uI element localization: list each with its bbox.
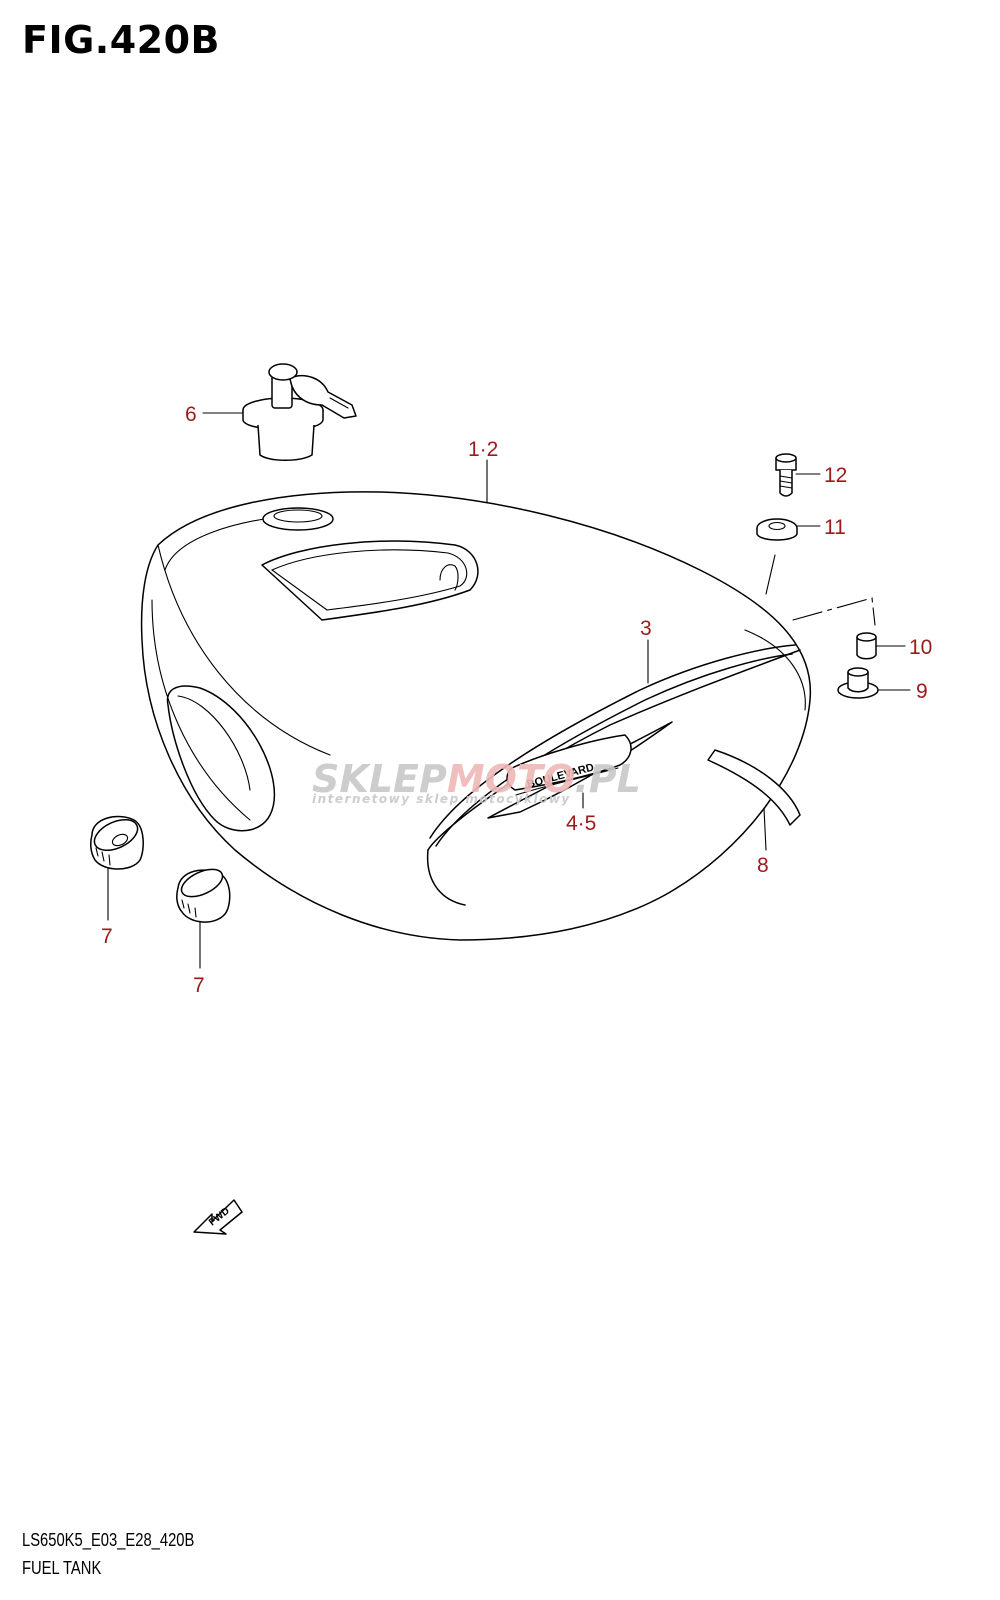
- figure-title: FIG.420B: [22, 18, 221, 62]
- callout-8: 8: [757, 854, 769, 877]
- leader-lines: [107, 412, 911, 969]
- cushion-left[interactable]: [90, 813, 144, 870]
- callout-10: 10: [909, 636, 932, 659]
- callout-6: 6: [185, 403, 197, 426]
- tank-stripe[interactable]: [429, 644, 796, 847]
- callout-4-5: 4·5: [566, 812, 596, 835]
- grommet[interactable]: [837, 667, 879, 699]
- callout-7-right: 7: [193, 974, 205, 997]
- fuel-cap[interactable]: [242, 363, 357, 461]
- cushion-right[interactable]: [176, 864, 231, 923]
- watermark-brand-c: .PL: [574, 757, 641, 801]
- callout-11: 11: [824, 516, 846, 539]
- tank-cushion-strip[interactable]: [707, 749, 801, 826]
- svg-text:SKLEPMOTO.PL: SKLEPMOTO.PL: [312, 757, 641, 801]
- callout-9: 9: [916, 680, 928, 703]
- watermark: SKLEPMOTO.PL internetowy sklep motocyklo…: [312, 757, 641, 806]
- callout-3: 3: [640, 617, 652, 640]
- watermark-brand-b: MOTO: [447, 757, 575, 801]
- callout-7-left: 7: [101, 925, 113, 948]
- watermark-brand-a: SKLEP: [312, 757, 447, 801]
- model-code: LS650K5_E03_E28_420B: [22, 1530, 195, 1550]
- spacer[interactable]: [856, 632, 877, 660]
- washer[interactable]: [756, 518, 798, 541]
- callout-1-2: 1·2: [468, 438, 498, 461]
- callout-labels: 6 1·2 3 4·5 7 7 8 9 10 11 12: [101, 403, 932, 997]
- watermark-tagline: internetowy sklep motocyklowy: [312, 792, 571, 806]
- section-name: FUEL TANK: [22, 1558, 102, 1578]
- fuel-tank[interactable]: [140, 491, 812, 941]
- bolt[interactable]: [775, 453, 797, 497]
- forward-arrow-icon: FWD: [193, 1199, 243, 1235]
- callout-12: 12: [824, 464, 847, 487]
